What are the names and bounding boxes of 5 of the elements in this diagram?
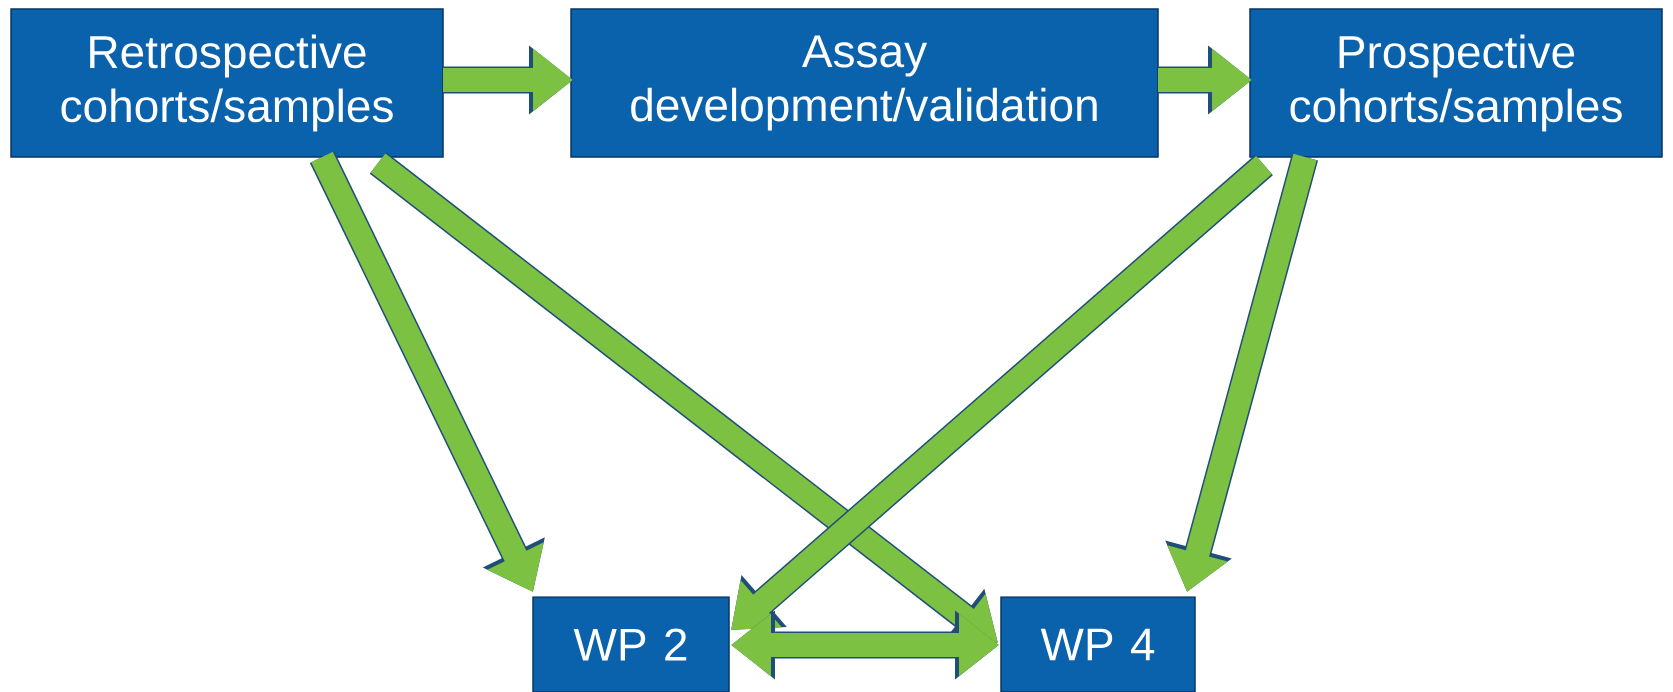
process-box: Assay development/validation xyxy=(570,8,1159,158)
process-box: WP 2 xyxy=(532,596,730,692)
process-box: WP 4 xyxy=(1000,596,1196,692)
process-box: Prospective cohorts/samples xyxy=(1249,8,1663,158)
process-box: Retrospective cohorts/samples xyxy=(10,8,444,158)
